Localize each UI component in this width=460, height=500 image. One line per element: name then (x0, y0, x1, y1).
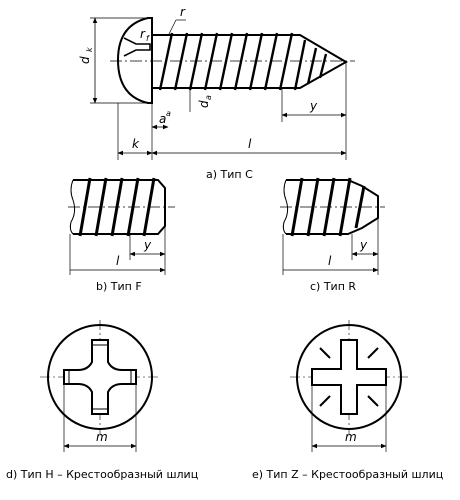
a-label: a (159, 112, 166, 126)
rf-label-sub: f (146, 34, 150, 43)
caption-type-r: c) Тип R (310, 280, 356, 293)
cross-recess-z (311, 339, 387, 415)
caption-type-h: d) Тип H – Крестообразный шлиц (6, 468, 198, 481)
dk-label-sub: k (85, 47, 94, 52)
thread-lines (158, 32, 328, 91)
r-leader-diag (167, 19, 177, 37)
da-label-sub: a (204, 95, 213, 100)
dk-label: d (78, 56, 92, 64)
caption-type-c: a) Тип С (206, 168, 253, 181)
l-label-f: l (116, 254, 120, 268)
y-label: y (309, 99, 318, 113)
cross-recess-h (63, 339, 137, 415)
caption-type-f: b) Тип F (96, 280, 142, 293)
y-label-r: y (359, 238, 368, 252)
rf-label: r (140, 27, 146, 41)
screw-type-r: y l c) Тип R (280, 177, 385, 293)
a-label-sup: a (166, 109, 171, 118)
recess-ribs-z (319, 347, 379, 407)
recess-outline (123, 37, 151, 57)
y-label-f: y (143, 238, 152, 252)
break-line-r (282, 179, 289, 235)
da-label: d (197, 100, 211, 108)
screw-type-f: y l b) Тип F (68, 177, 175, 293)
screw-type-c: d k r r f d a a a y k l (78, 5, 355, 181)
recess-type-h: m d) Тип H – Крестообразный шлиц (6, 320, 198, 481)
r-label: r (180, 5, 186, 19)
l-label: l (248, 137, 252, 151)
screw-head (116, 17, 153, 104)
recess-shading-h (68, 344, 132, 410)
caption-type-z: e) Тип Z – Крестообразный шлиц (252, 468, 443, 481)
recess-type-z: m e) Тип Z – Крестообразный шлиц (252, 320, 443, 481)
m-label-h: m (96, 430, 108, 444)
l-label-r: l (328, 254, 332, 268)
m-label-z: m (345, 430, 357, 444)
k-label: k (132, 137, 140, 151)
break-line-f (69, 179, 76, 235)
